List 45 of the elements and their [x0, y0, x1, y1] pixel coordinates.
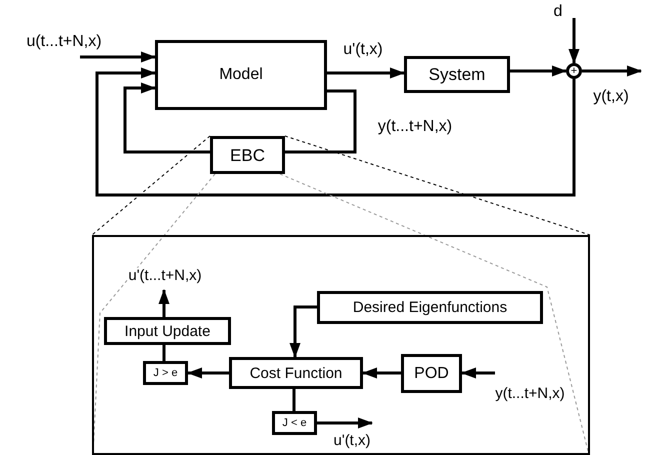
process-box — [317, 291, 543, 324]
edge-label: u'(t...t+N,x) — [127, 268, 203, 284]
process-box — [143, 361, 188, 385]
zoom-panel — [92, 235, 590, 455]
arrow — [327, 68, 405, 78]
arrow — [158, 289, 170, 317]
zoom-guide-line — [284, 136, 590, 236]
process-box — [229, 357, 363, 389]
connector-line — [292, 389, 296, 411]
edge-label: y(t...t+N,x) — [494, 386, 566, 402]
arrow — [290, 306, 317, 358]
edge-label: y(t...t+N,x) — [376, 118, 454, 136]
edge-label: u'(t,x) — [342, 41, 384, 59]
arrow — [582, 66, 642, 76]
block-label: J > e — [153, 368, 178, 378]
block-label: POD — [414, 366, 449, 382]
block-label: + — [570, 66, 578, 76]
arrow — [187, 368, 229, 378]
block-label: Cost Function — [250, 366, 342, 380]
arrow — [362, 368, 401, 378]
block-label: J < e — [282, 418, 307, 428]
block-label: Model — [219, 67, 263, 83]
connector-line — [162, 345, 166, 361]
zoom-guide-line — [92, 136, 210, 236]
process-box — [210, 136, 285, 174]
process-box — [104, 317, 231, 345]
arrow — [461, 368, 495, 378]
block-label: System — [428, 66, 486, 83]
process-box — [272, 411, 317, 435]
arrow — [80, 52, 156, 62]
block-label: Input Update — [124, 324, 210, 338]
arrow — [96, 68, 576, 196]
edge-label: u(t...t+N,x) — [25, 33, 103, 51]
process-box — [155, 40, 327, 110]
edge-label: u'(t,x) — [332, 432, 372, 450]
arrow — [510, 66, 567, 76]
arrow — [124, 82, 210, 154]
block-label: EBC — [230, 146, 265, 164]
arrow — [568, 18, 580, 64]
edge-label: y(t,x) — [592, 88, 630, 106]
process-box — [404, 56, 510, 93]
arrow — [317, 418, 373, 428]
connector-line — [285, 90, 356, 154]
block-label: Desired Eigenfunctions — [352, 300, 508, 315]
process-box — [401, 354, 462, 393]
